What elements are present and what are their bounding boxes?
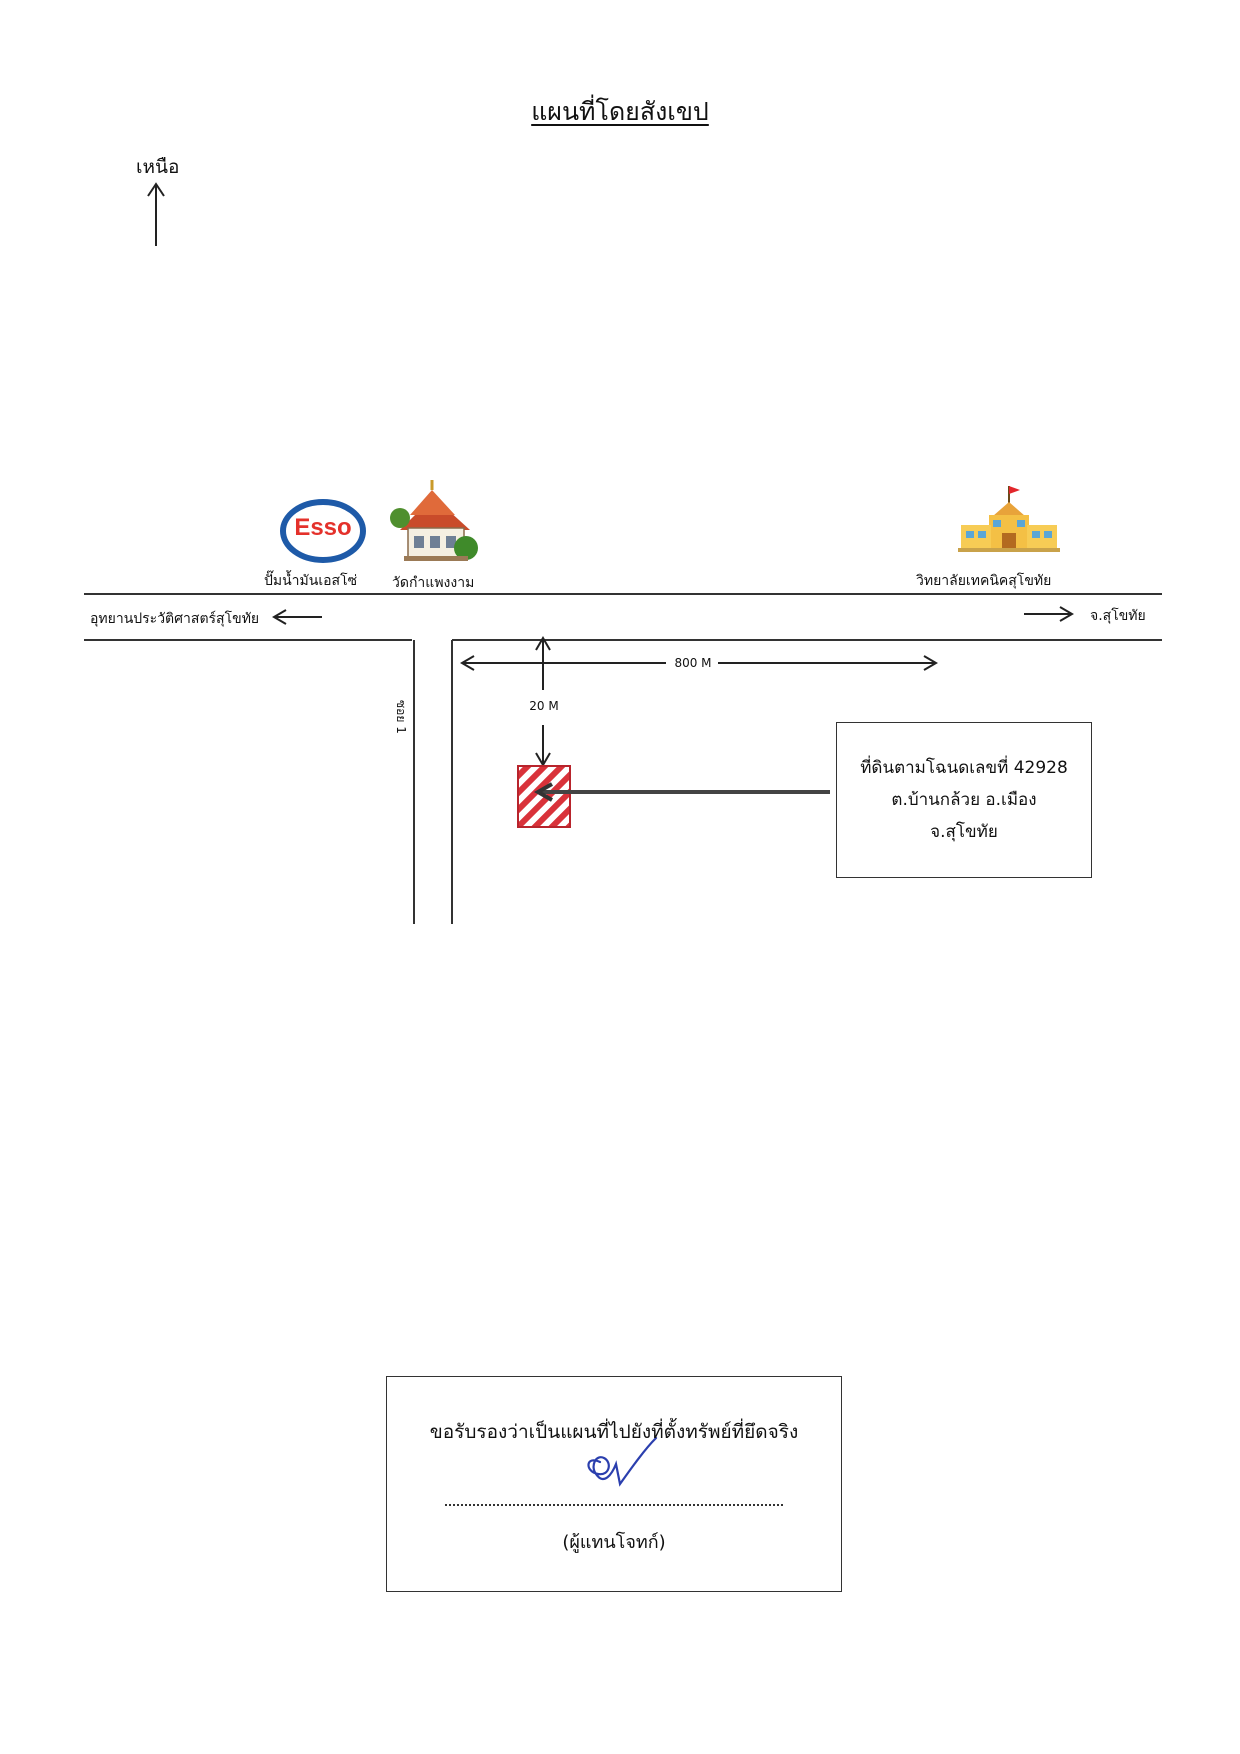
north-label: เหนือ bbox=[136, 156, 180, 178]
esso-logo-text: Esso bbox=[294, 514, 352, 541]
temple-icon bbox=[390, 480, 478, 561]
temple-label: วัดกำแพงงาม bbox=[392, 575, 475, 591]
college-building-icon bbox=[958, 486, 1060, 552]
signature-icon bbox=[587, 1436, 658, 1487]
map-title: แผนที่โดยสังเขป bbox=[531, 97, 709, 126]
distance-20-label: 20 M bbox=[529, 699, 559, 713]
plot-province: จ.สุโขทัย bbox=[930, 822, 998, 842]
certifier-role: (ผู้แทนโจทก์) bbox=[562, 1532, 666, 1553]
plot-pointer-arrow-icon bbox=[533, 782, 830, 802]
plot-deed-number: ที่ดินตามโฉนดเลขที่ 42928 bbox=[860, 758, 1068, 778]
esso-logo-icon bbox=[280, 499, 366, 563]
gas-station-label: ปั๊มน้ำมันเอสโซ่ bbox=[264, 573, 358, 589]
main-road bbox=[84, 593, 1162, 641]
certification-box: ขอรับรองว่าเป็นแผนที่ไปยังที่ตั้งทรัพย์ท… bbox=[386, 1376, 842, 1592]
certification-statement: ขอรับรองว่าเป็นแผนที่ไปยังที่ตั้งทรัพย์ท… bbox=[429, 1421, 799, 1443]
plot-info-box: ที่ดินตามโฉนดเลขที่ 42928 ต.บ้านกล้วย อ.… bbox=[836, 722, 1092, 878]
distance-800-label: 800 M bbox=[674, 656, 712, 670]
plot-subdistrict: ต.บ้านกล้วย อ.เมือง bbox=[891, 790, 1037, 810]
college-label: วิทยาลัยเทคนิคสุโขทัย bbox=[916, 573, 1052, 589]
soi-road bbox=[413, 640, 453, 924]
east-destination-label: จ.สุโขทัย bbox=[1090, 608, 1146, 624]
soi-label: ซอย 1 bbox=[394, 700, 408, 734]
distance-800-arrow-icon bbox=[460, 655, 938, 671]
signature-line bbox=[445, 1504, 783, 1506]
east-arrow-icon bbox=[1024, 606, 1074, 622]
west-destination-label: อุทยานประวัติศาสตร์สุโขทัย bbox=[90, 611, 260, 627]
north-arrow-icon bbox=[147, 182, 165, 246]
west-arrow-icon bbox=[272, 609, 322, 625]
